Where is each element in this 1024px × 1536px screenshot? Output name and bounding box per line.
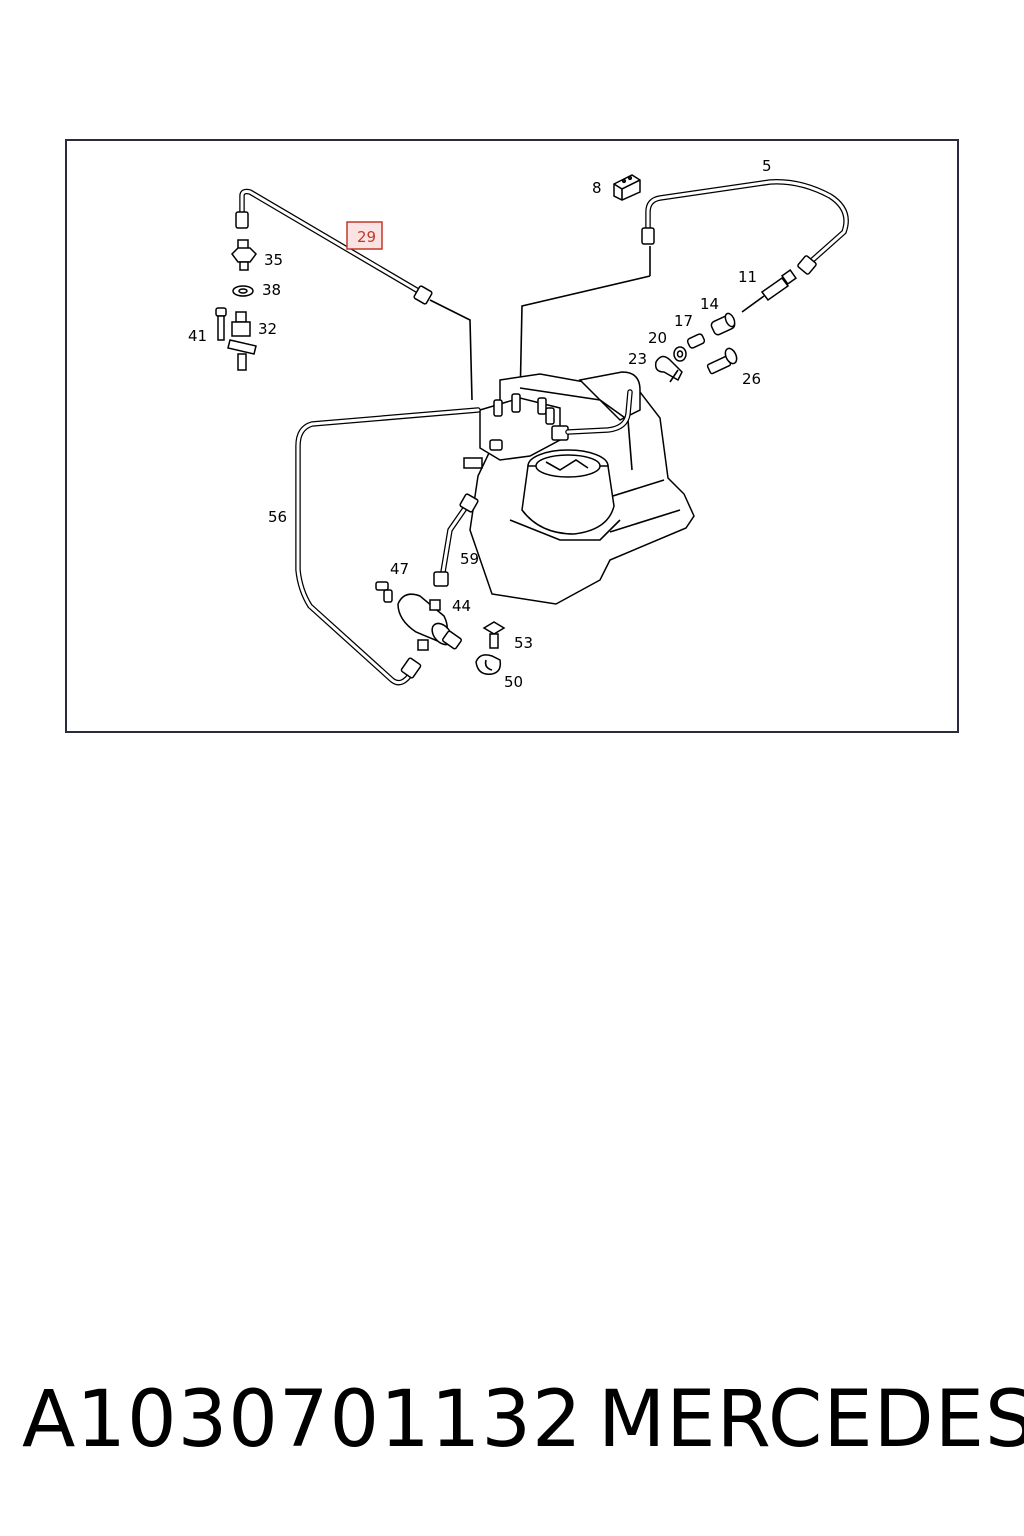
part-11-sensor bbox=[741, 268, 798, 313]
fuel-distributor-assembly bbox=[463, 371, 695, 605]
callout-44: 44 bbox=[452, 597, 471, 615]
part-35-union bbox=[231, 239, 257, 271]
part-50-clip bbox=[475, 654, 502, 675]
part-23-clamp bbox=[654, 355, 683, 383]
callout-29: 29 bbox=[357, 228, 376, 246]
callout-23: 23 bbox=[628, 350, 647, 368]
part-17-plug bbox=[686, 333, 706, 349]
callout-32: 32 bbox=[258, 320, 277, 338]
fuel-line-5 bbox=[519, 179, 849, 403]
callout-47: 47 bbox=[390, 560, 409, 578]
callout-11: 11 bbox=[738, 268, 757, 286]
part-14-fitting bbox=[710, 312, 736, 336]
callout-35: 35 bbox=[264, 251, 283, 269]
part-20-ring bbox=[673, 346, 687, 362]
part-26-bolt bbox=[706, 347, 738, 375]
part-38-washer bbox=[232, 285, 254, 297]
callout-8: 8 bbox=[592, 179, 602, 197]
callout-14: 14 bbox=[700, 295, 719, 313]
fuel-line-56 bbox=[295, 407, 481, 686]
part-number: A1030701132 bbox=[22, 1375, 583, 1465]
part-32-valve bbox=[227, 311, 257, 371]
part-8-block bbox=[613, 174, 641, 201]
callout-53: 53 bbox=[514, 634, 533, 652]
part-47-screw bbox=[375, 581, 393, 603]
part-41-bolt bbox=[215, 307, 227, 341]
callout-26: 26 bbox=[742, 370, 761, 388]
part-44-regulator bbox=[397, 593, 462, 651]
callout-38: 38 bbox=[262, 281, 281, 299]
brand-name: MERCEDES bbox=[598, 1375, 1024, 1465]
callout-20: 20 bbox=[648, 329, 667, 347]
callout-41: 41 bbox=[188, 327, 207, 345]
callout-50: 50 bbox=[504, 673, 523, 691]
fuel-line-29 bbox=[235, 188, 473, 401]
callout-59: 59 bbox=[460, 550, 479, 568]
callout-56: 56 bbox=[268, 508, 287, 526]
callout-5: 5 bbox=[762, 157, 772, 175]
fuel-line-59 bbox=[433, 493, 479, 587]
callout-29-highlight: 29 bbox=[346, 221, 383, 250]
part-53-screw bbox=[482, 621, 506, 649]
footer: A1030701132 MERCEDES bbox=[0, 1370, 1024, 1470]
parts-diagram: 5 8 11 14 17 20 23 26 35 38 41 32 56 59 … bbox=[188, 157, 849, 691]
callout-17: 17 bbox=[674, 312, 693, 330]
